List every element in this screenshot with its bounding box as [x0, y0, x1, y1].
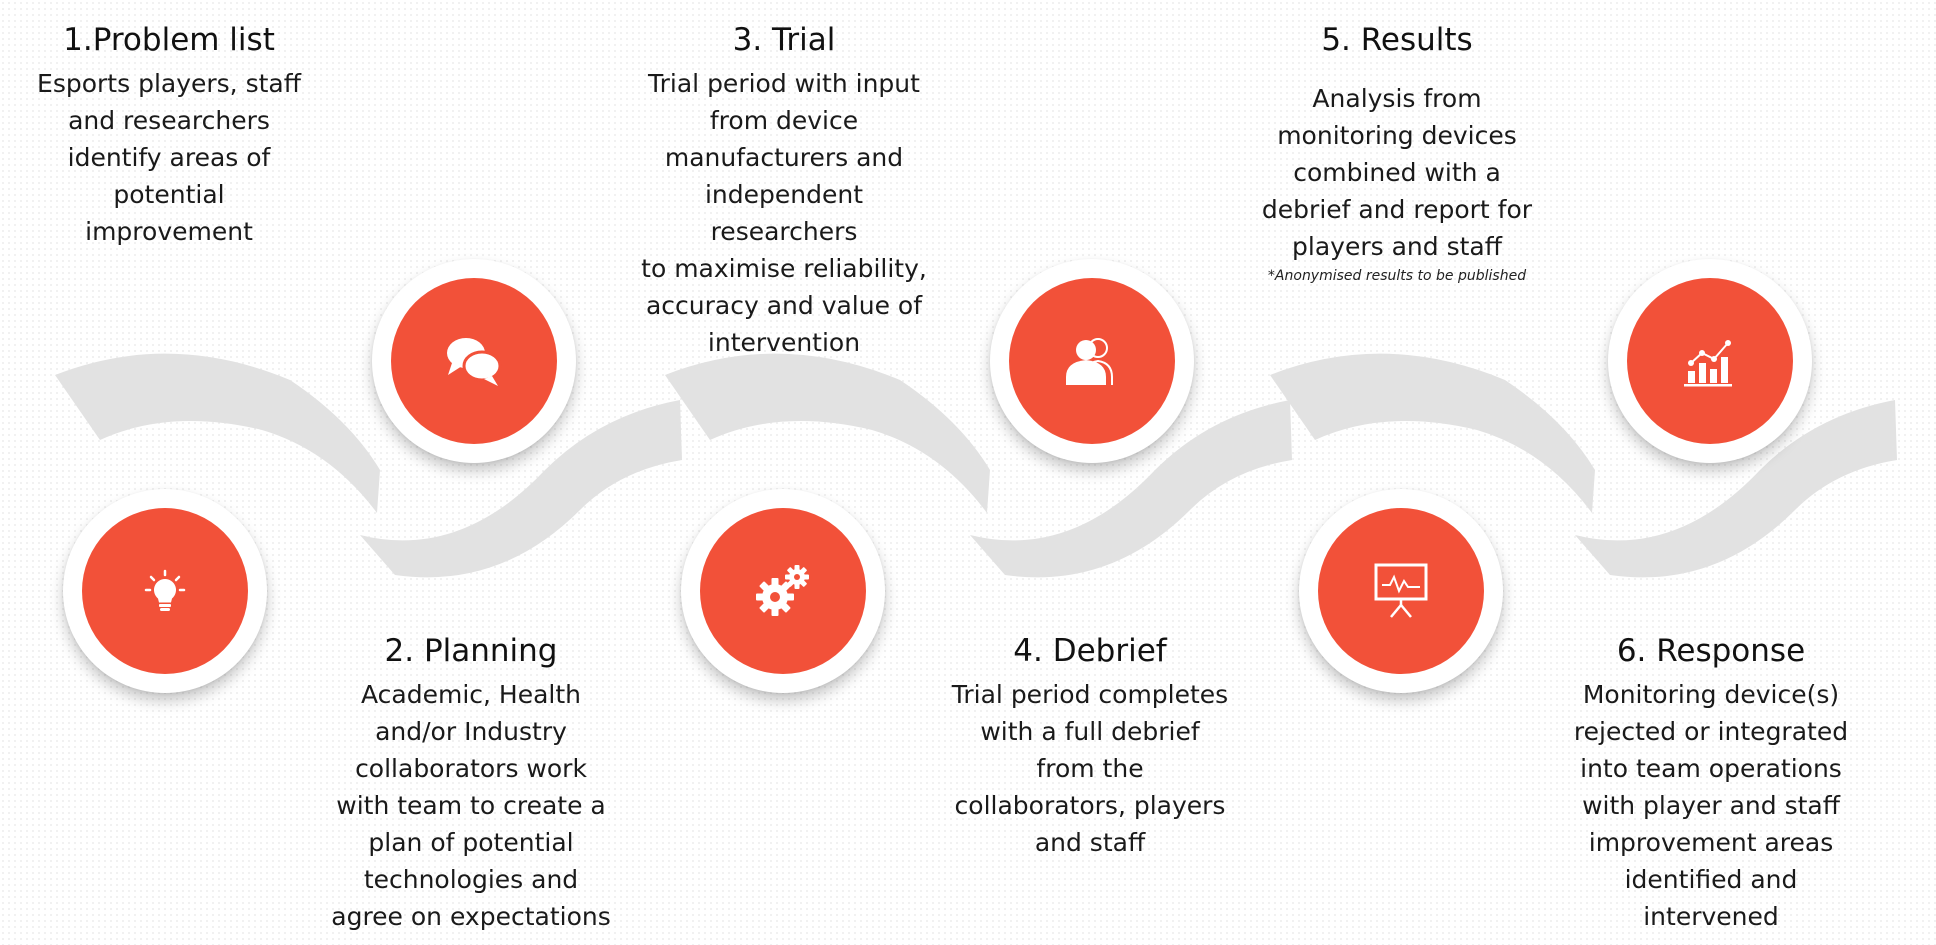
wave-arrow-segment-2 — [360, 400, 682, 578]
step-3-description: Trial period with input from device manu… — [634, 65, 934, 361]
step-5-title: 5. Results — [1321, 22, 1473, 58]
step-6-title: 6. Response — [1616, 633, 1806, 669]
step-6-desc-line: intervened — [1643, 902, 1779, 931]
step-4-desc-line: from the — [1036, 754, 1144, 783]
step-6-desc-line: with player and staff — [1582, 791, 1840, 820]
step-5-footnote: *Anonymised results to be published — [1267, 268, 1527, 284]
step-5-description: Analysis from monitoring devices combine… — [1247, 80, 1547, 265]
step-4-desc-line: collaborators, players — [954, 791, 1226, 820]
step-1-title: 1.Problem list — [63, 22, 275, 58]
wave-arrow-segment-4 — [970, 400, 1292, 578]
wave-arrow-segment-3 — [665, 353, 990, 513]
step-2-text: 2. Planning Academic, Health and/or Indu… — [321, 631, 621, 935]
step-3-desc-line: intervention — [707, 328, 861, 357]
step-4-desc-line: Trial period completes — [951, 680, 1229, 709]
step-1-desc-line: Esports players, staff — [37, 69, 301, 98]
step-5-desc-line: monitoring devices — [1277, 121, 1517, 150]
step-3-desc-line: accuracy and value of — [645, 291, 923, 320]
step-5-text: 5. Results Analysis from monitoring devi… — [1247, 20, 1547, 285]
step-2-desc-line: technologies and — [363, 865, 579, 894]
step-5-desc-line: combined with a — [1293, 158, 1501, 187]
step-1-circle — [63, 489, 267, 693]
step-5-desc-line: Analysis from — [1312, 84, 1482, 113]
step-2-desc-line: agree on expectations — [331, 902, 611, 931]
step-4-desc-line: with a full debrief — [980, 717, 1200, 746]
step-1-description: Esports players, staff and researchers i… — [19, 65, 319, 250]
step-3-circle — [681, 489, 885, 693]
step-2-circle — [372, 259, 576, 463]
step-1-desc-line: and researchers — [68, 106, 270, 135]
wave-arrow-segment-1 — [55, 353, 380, 513]
step-2-desc-line: with team to create a — [336, 791, 606, 820]
step-2-desc-line: plan of potential — [368, 828, 574, 857]
wave-arrow-segment-5 — [1270, 353, 1595, 513]
step-3-desc-line: independent researchers — [704, 180, 864, 246]
step-2-title: 2. Planning — [384, 633, 558, 669]
step-3-desc-line: Trial period with input — [648, 69, 920, 98]
step-3-desc-line: manufacturers and — [664, 143, 904, 172]
step-5-desc-line: debrief and report for — [1261, 195, 1533, 224]
gears-icon — [756, 565, 809, 616]
people-icon — [1066, 338, 1113, 385]
step-5-desc-line: players and staff — [1292, 232, 1502, 261]
step-1-desc-line: potential — [113, 180, 225, 209]
step-4-circle — [990, 259, 1194, 463]
step-6-desc-line: rejected or integrated — [1573, 717, 1849, 746]
chat-bubbles-icon — [447, 338, 502, 386]
growth-chart-icon — [1684, 340, 1732, 387]
step-6-circle — [1608, 259, 1812, 463]
step-4-text: 4. Debrief Trial period completes with a… — [940, 631, 1240, 861]
step-6-text: 6. Response Monitoring device(s) rejecte… — [1561, 631, 1861, 935]
step-5-circle — [1299, 489, 1503, 693]
step-2-description: Academic, Health and/or Industry collabo… — [321, 676, 621, 935]
step-4-desc-line: and staff — [1034, 828, 1146, 857]
step-6-desc-line: identified and — [1624, 865, 1798, 894]
step-2-desc-line: collaborators work — [355, 754, 587, 783]
step-4-title: 4. Debrief — [1013, 633, 1167, 669]
step-6-desc-line: into team operations — [1580, 754, 1842, 783]
step-3-desc-line: to maximise reliability, — [641, 254, 927, 283]
step-1-desc-line: improvement — [85, 217, 253, 246]
lightbulb-icon — [144, 569, 186, 611]
step-3-title: 3. Trial — [732, 22, 836, 58]
step-6-desc-line: Monitoring device(s) — [1582, 680, 1840, 709]
step-3-text: 3. Trial Trial period with input from de… — [634, 20, 934, 361]
step-3-desc-line: from device — [709, 106, 859, 135]
step-2-desc-line: Academic, Health — [360, 680, 581, 709]
step-4-description: Trial period completes with a full debri… — [940, 676, 1240, 861]
presentation-board-icon — [1374, 563, 1428, 618]
step-6-description: Monitoring device(s) rejected or integra… — [1561, 676, 1861, 935]
step-2-desc-line: and/or Industry — [375, 717, 567, 746]
step-6-desc-line: improvement areas — [1588, 828, 1834, 857]
step-1-text: 1.Problem list Esports players, staff an… — [19, 20, 319, 250]
wave-arrow-segment-6 — [1575, 400, 1897, 578]
step-1-desc-line: identify areas of — [67, 143, 271, 172]
